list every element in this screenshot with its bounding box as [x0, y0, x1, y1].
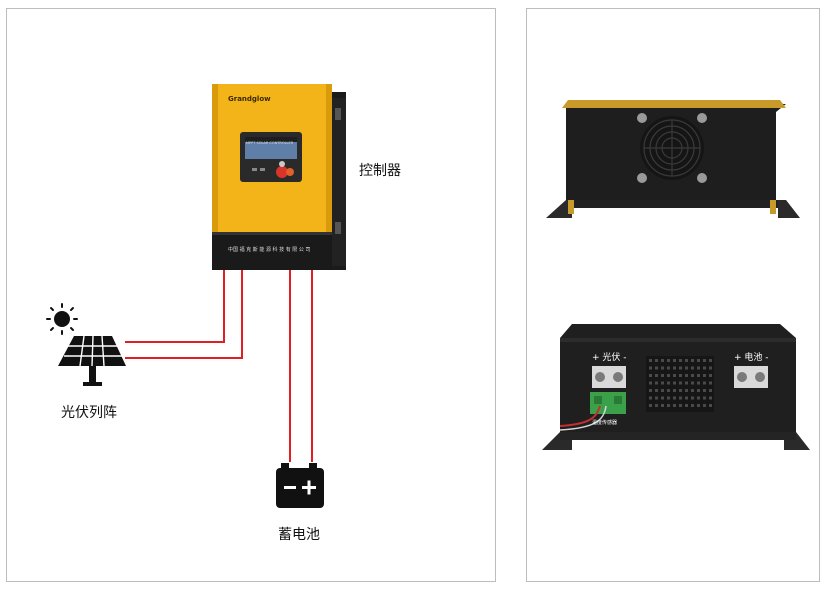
- battery-icon: [276, 463, 324, 508]
- vent-hole: [649, 396, 652, 400]
- pv-wire-positive: [125, 270, 225, 343]
- vent-hole: [661, 374, 664, 377]
- vent-hole: [709, 359, 712, 362]
- vent-hole: [655, 374, 658, 377]
- vent-hole: [691, 404, 694, 407]
- vent-hole: [685, 381, 688, 385]
- vent-hole: [709, 404, 712, 407]
- vent-hole: [673, 381, 676, 385]
- vent-hole: [655, 396, 658, 400]
- vent-hole: [709, 396, 712, 400]
- vent-hole: [655, 366, 658, 370]
- vent-hole: [691, 396, 694, 400]
- vent-hole: [685, 404, 688, 407]
- vent-hole: [649, 374, 652, 377]
- vent-hole: [667, 389, 670, 392]
- vent-hole: [673, 404, 676, 407]
- vent-hole: [691, 374, 694, 377]
- vent-hole: [697, 366, 700, 370]
- vent-hole: [661, 381, 664, 385]
- vent-hole: [697, 396, 700, 400]
- vent-hole: [661, 359, 664, 362]
- controller-terminal-photo: [542, 324, 810, 450]
- vent-hole: [709, 374, 712, 377]
- vent-hole: [697, 359, 700, 362]
- vent-hole: [679, 389, 682, 392]
- vent-hole: [679, 404, 682, 407]
- vent-hole: [673, 374, 676, 377]
- pv-wire-negative: [125, 270, 243, 359]
- vent-hole: [697, 374, 700, 377]
- vent-hole: [673, 366, 676, 370]
- vent-hole: [655, 389, 658, 392]
- vent-hole: [679, 366, 682, 370]
- pv-array-label: 光伏列阵: [61, 405, 117, 421]
- vent-hole: [703, 374, 706, 377]
- vent-hole: [667, 374, 670, 377]
- vent-hole: [709, 366, 712, 370]
- vent-hole: [703, 366, 706, 370]
- vent-hole: [703, 359, 706, 362]
- vent-hole: [679, 374, 682, 377]
- vent-hole: [661, 396, 664, 400]
- vent-hole: [697, 389, 700, 392]
- vent-hole: [667, 404, 670, 407]
- vent-hole: [703, 404, 706, 407]
- vent-hole: [685, 396, 688, 400]
- vent-hole: [649, 359, 652, 362]
- vent-hole: [679, 381, 682, 385]
- vent-hole: [703, 396, 706, 400]
- vent-hole: [667, 381, 670, 385]
- vent-hole: [649, 404, 652, 407]
- company-text: 中国 福 克 斯 能 源 科 技 有 限 公 司: [228, 246, 311, 253]
- brand-text: Grandglow: [228, 95, 271, 103]
- vent-hole: [661, 366, 664, 370]
- vent-hole: [691, 366, 694, 370]
- vent-hole: [691, 359, 694, 362]
- vent-hole: [685, 374, 688, 377]
- vent-hole: [649, 366, 652, 370]
- vent-hole: [667, 396, 670, 400]
- vent-hole: [703, 381, 706, 385]
- vent-hole: [649, 381, 652, 385]
- pv-terminal-label: + 光伏 -: [592, 351, 627, 363]
- vent-hole: [661, 404, 664, 407]
- wires: [125, 270, 313, 462]
- vent-hole: [667, 366, 670, 370]
- vent-hole: [685, 389, 688, 392]
- vent-hole: [673, 396, 676, 400]
- vent-hole: [655, 381, 658, 385]
- vent-hole: [679, 359, 682, 362]
- vent-hole: [703, 389, 706, 392]
- battery-terminal-label: + 电池 -: [734, 351, 769, 363]
- vent-hole: [667, 359, 670, 362]
- controller-rear-photo: [546, 100, 800, 218]
- connector-label: 温度传感器: [592, 419, 617, 426]
- vent-hole: [697, 381, 700, 385]
- vent-hole: [685, 359, 688, 362]
- vent-hole: [673, 389, 676, 392]
- sun-icon: [46, 303, 78, 335]
- vent-hole: [649, 389, 652, 392]
- vent-hole: [655, 404, 658, 407]
- vent-hole: [709, 389, 712, 392]
- vent-hole: [685, 366, 688, 370]
- vent-hole: [709, 381, 712, 385]
- controller-unit: [212, 84, 346, 270]
- controller-label: 控制器: [359, 163, 401, 179]
- lcd-text: MPPT SOLAR CONTROLLER: [246, 141, 294, 145]
- solar-panel-icon: [58, 335, 126, 386]
- vent-hole: [673, 359, 676, 362]
- vent-hole: [679, 396, 682, 400]
- battery-label: 蓄电池: [278, 527, 320, 543]
- vent-hole: [697, 404, 700, 407]
- vent-hole: [691, 381, 694, 385]
- vent-hole: [691, 389, 694, 392]
- vent-hole: [661, 389, 664, 392]
- vent-hole: [655, 359, 658, 362]
